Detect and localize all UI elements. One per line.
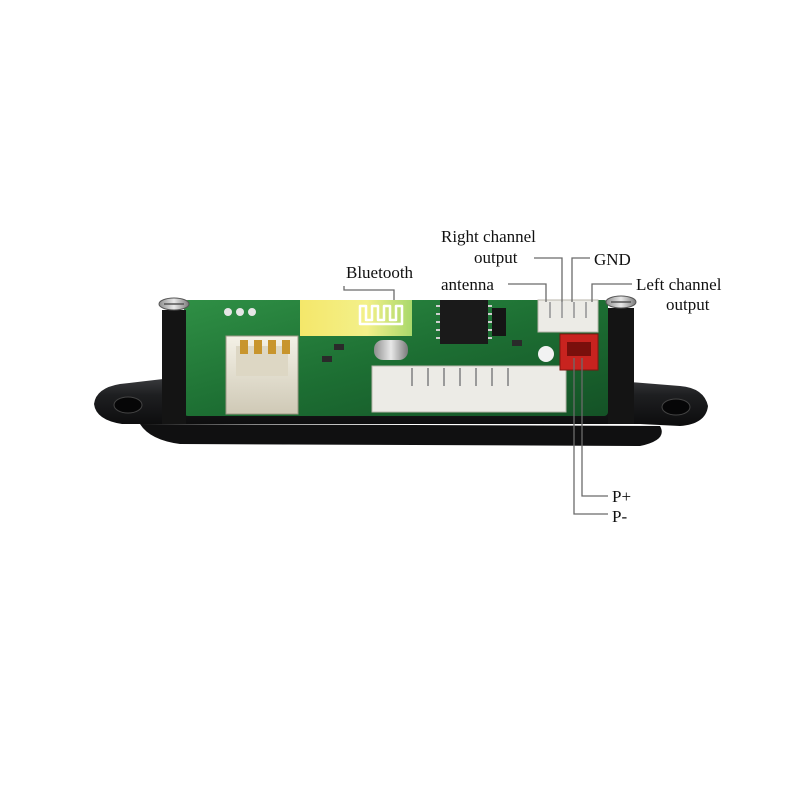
antenna-trace — [358, 304, 404, 326]
gnd-label: GND — [594, 250, 631, 269]
leader-right-channel — [534, 257, 563, 302]
bluetooth-module — [300, 300, 412, 336]
mount-hole-right — [661, 398, 691, 416]
leader-gnd — [571, 257, 590, 302]
standoff-right — [605, 295, 637, 424]
mount-hole-left — [113, 396, 143, 414]
standoff-post — [162, 310, 186, 424]
small-chip — [492, 308, 506, 336]
standoff-post — [608, 308, 634, 424]
leader-lines — [343, 257, 632, 515]
housing-base — [140, 424, 662, 446]
power-connector — [559, 333, 599, 371]
left-channel-label-line2: output — [666, 295, 710, 314]
usb-contact — [240, 340, 248, 354]
pcb-pad — [224, 308, 232, 316]
ic-chip — [440, 300, 488, 344]
crystal-oscillator — [374, 340, 408, 360]
usb-port — [225, 335, 299, 415]
standoff-left — [158, 297, 190, 424]
leader-p-minus — [573, 358, 608, 515]
leader-p-plus — [581, 358, 608, 497]
pcb-pad — [248, 308, 256, 316]
labels: Bluetooth antenna Right channel output G… — [346, 227, 722, 526]
usb-contact — [254, 340, 262, 354]
pcb-pad — [236, 308, 244, 316]
smd-component — [512, 340, 522, 346]
ribbon-connector — [371, 365, 567, 413]
capacitor — [538, 346, 554, 362]
power-connector-socket — [567, 342, 591, 356]
right-channel-label-line2: output — [474, 248, 518, 267]
usb-contact — [282, 340, 290, 354]
antenna-label: antenna — [441, 275, 494, 294]
smd-component — [334, 344, 344, 350]
leader-left-channel — [591, 283, 632, 302]
leader-bluetooth — [343, 286, 395, 300]
leader-antenna — [508, 283, 547, 302]
right-channel-label: Right channel — [441, 227, 536, 246]
p-minus-label: P- — [612, 507, 627, 526]
ic-pins — [436, 305, 492, 339]
ribbon-connector-pins — [411, 368, 509, 386]
usb-contact — [268, 340, 276, 354]
left-channel-label: Left channel — [636, 275, 722, 294]
audio-output-connector-body — [537, 299, 599, 333]
ribbon-connector-body — [371, 365, 567, 413]
p-plus-label: P+ — [612, 487, 631, 506]
smd-component — [322, 356, 332, 362]
audio-output-connector — [537, 299, 599, 333]
bluetooth-label: Bluetooth — [346, 263, 414, 282]
